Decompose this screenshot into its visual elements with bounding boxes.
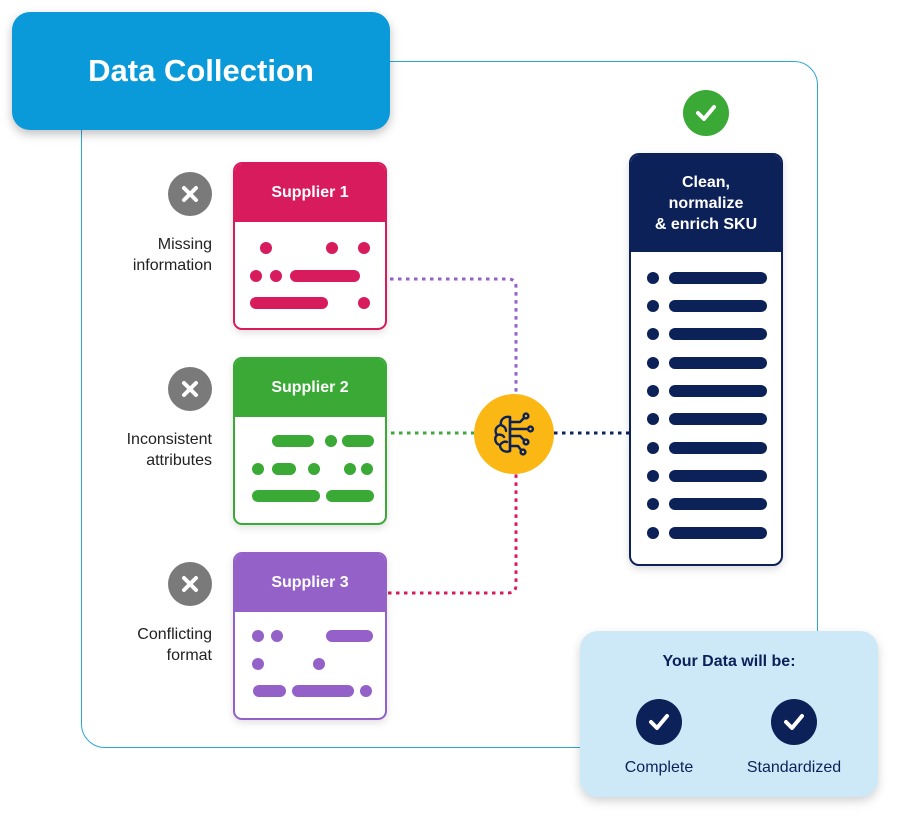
field-dot <box>252 630 264 642</box>
issue-label-2: Inconsistent attributes <box>126 431 212 469</box>
result-item-complete: Complete <box>589 699 729 777</box>
field-dot <box>361 463 373 475</box>
field-bar <box>272 463 296 475</box>
field-dot <box>271 630 283 642</box>
field-bar <box>272 435 314 447</box>
check-icon <box>771 699 817 745</box>
supplier-fields-3 <box>235 612 385 718</box>
check-icon <box>636 699 682 745</box>
sku-line <box>647 272 767 284</box>
field-dot <box>325 435 337 447</box>
result-title: Your Data will be: <box>662 653 796 670</box>
data-collection-frame <box>81 61 818 748</box>
issue-label-3: Conflicting format <box>137 626 212 664</box>
field-dot <box>358 242 370 254</box>
issue-label-1: Missing information <box>132 236 212 274</box>
sku-line <box>647 300 767 312</box>
field-bar <box>253 685 286 697</box>
brain-circuit-icon <box>494 412 535 456</box>
ai-hub <box>474 394 554 474</box>
x-icon <box>168 367 212 411</box>
supplier-card-3: Supplier 3 <box>233 552 387 720</box>
field-bar <box>326 490 374 502</box>
sku-line <box>647 442 767 454</box>
field-dot <box>250 270 262 282</box>
sku-line <box>647 527 767 539</box>
connector-supplier-3 <box>388 474 518 595</box>
sku-line <box>647 385 767 397</box>
result-panel: Your Data will be: Complete Standardized <box>580 631 878 797</box>
x-icon <box>168 562 212 606</box>
result-label: Complete <box>624 759 694 776</box>
field-dot <box>313 658 325 670</box>
field-dot <box>270 270 282 282</box>
field-dot <box>360 685 372 697</box>
sku-line <box>647 498 767 510</box>
x-icon <box>168 172 212 216</box>
field-bar <box>250 297 328 309</box>
field-dot <box>308 463 320 475</box>
field-dot <box>252 658 264 670</box>
result-item-standardized: Standardized <box>724 699 864 777</box>
page-title: Data Collection <box>12 12 390 130</box>
field-bar <box>326 630 373 642</box>
sku-line <box>647 357 767 369</box>
supplier-fields-2 <box>235 417 385 523</box>
sku-line <box>647 413 767 425</box>
supplier-name-2: Supplier 2 <box>235 359 385 417</box>
supplier-card-2: Supplier 2 <box>233 357 387 525</box>
supplier-name-3: Supplier 3 <box>235 554 385 612</box>
supplier-fields-1 <box>235 222 385 328</box>
field-dot <box>252 463 264 475</box>
output-title: Clean, normalize & enrich SKU <box>631 155 781 252</box>
check-icon <box>683 90 729 136</box>
sku-line <box>647 470 767 482</box>
output-sku-card: Clean, normalize & enrich SKU <box>629 153 783 566</box>
field-dot <box>260 242 272 254</box>
supplier-name-1: Supplier 1 <box>235 164 385 222</box>
result-label: Standardized <box>746 759 842 776</box>
supplier-card-1: Supplier 1 <box>233 162 387 330</box>
field-bar <box>292 685 354 697</box>
connector-supplier-1 <box>358 277 518 396</box>
field-dot <box>344 463 356 475</box>
field-bar <box>342 435 374 447</box>
sku-line <box>647 328 767 340</box>
field-bar <box>290 270 360 282</box>
field-bar <box>252 490 320 502</box>
field-dot <box>358 297 370 309</box>
field-dot <box>326 242 338 254</box>
